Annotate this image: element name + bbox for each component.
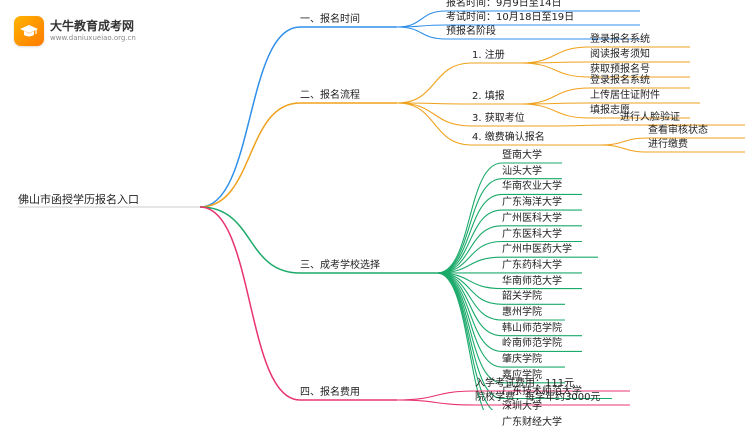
child-connector — [397, 103, 472, 126]
child-node: 报名时间：9月9日至14日 — [446, 0, 561, 10]
child-node: 惠州学院 — [502, 307, 542, 319]
child-node: 广东药科大学 — [502, 260, 562, 272]
child-connector — [397, 63, 472, 103]
child-node: 岭南师范学院 — [502, 338, 562, 350]
branch-node: 四、报名费用 — [300, 387, 360, 399]
grandchild-connector — [600, 138, 648, 145]
child-node: 广东医科大学 — [502, 229, 562, 241]
grandchild-node: 进行缴费 — [648, 139, 688, 151]
child-connector — [437, 194, 502, 273]
branch-node: 一、报名时间 — [300, 14, 360, 26]
grandchild-node: 查看审核状态 — [648, 125, 708, 137]
child-connector — [397, 27, 446, 39]
child-node: 院校学费：每学年约3000元 — [475, 392, 600, 404]
child-node: 预报名阶段 — [446, 26, 496, 38]
child-node: 4. 缴费确认报名 — [472, 132, 545, 144]
child-node: 暨南大学 — [502, 150, 542, 162]
grandchild-connector — [600, 145, 648, 152]
child-node: 肇庆学院 — [502, 354, 542, 366]
child-node: 入学考试费用：111元 — [475, 378, 574, 390]
child-connector — [437, 273, 502, 351]
child-node: 2. 填报 — [472, 91, 505, 103]
child-node: 华南农业大学 — [502, 181, 562, 193]
branch-connector — [200, 27, 300, 207]
grandchild-node: 阅读报考须知 — [590, 49, 650, 61]
grandchild-connector — [520, 88, 590, 104]
child-node: 考试时间：10月18日至19日 — [446, 12, 574, 24]
root-node: 佛山市函授学历报名入口 — [18, 194, 139, 206]
grandchild-node: 进行人脸验证 — [620, 112, 680, 124]
child-node: 韩山师范学院 — [502, 323, 562, 335]
child-connector — [397, 103, 472, 145]
grandchild-node: 登录报名系统 — [590, 75, 650, 87]
child-connector — [437, 273, 502, 383]
branch-connector — [200, 207, 300, 400]
branch-node: 三、成考学校选择 — [300, 260, 380, 272]
child-node: 广东海洋大学 — [502, 197, 562, 209]
branch-connector — [200, 207, 300, 273]
branch-node: 二、报名流程 — [300, 90, 360, 102]
child-node: 1. 注册 — [472, 50, 505, 62]
child-node: 广州医科大学 — [502, 213, 562, 225]
child-connector — [437, 179, 502, 273]
child-connector — [397, 391, 475, 400]
grandchild-node: 登录报名系统 — [590, 34, 650, 46]
grandchild-node: 上传居住证附件 — [590, 90, 660, 102]
child-node: 广东财经大学 — [502, 417, 562, 429]
child-node: 韶关学院 — [502, 291, 542, 303]
grandchild-connector — [520, 104, 590, 118]
child-node: 3. 获取考位 — [472, 113, 525, 125]
grandchild-connector — [545, 125, 620, 126]
grandchild-connector — [520, 47, 590, 63]
child-node: 华南师范大学 — [502, 276, 562, 288]
child-node: 汕头大学 — [502, 166, 542, 178]
grandchild-connector — [520, 63, 590, 77]
child-node: 广州中医药大学 — [502, 244, 572, 256]
child-connector — [397, 400, 475, 405]
